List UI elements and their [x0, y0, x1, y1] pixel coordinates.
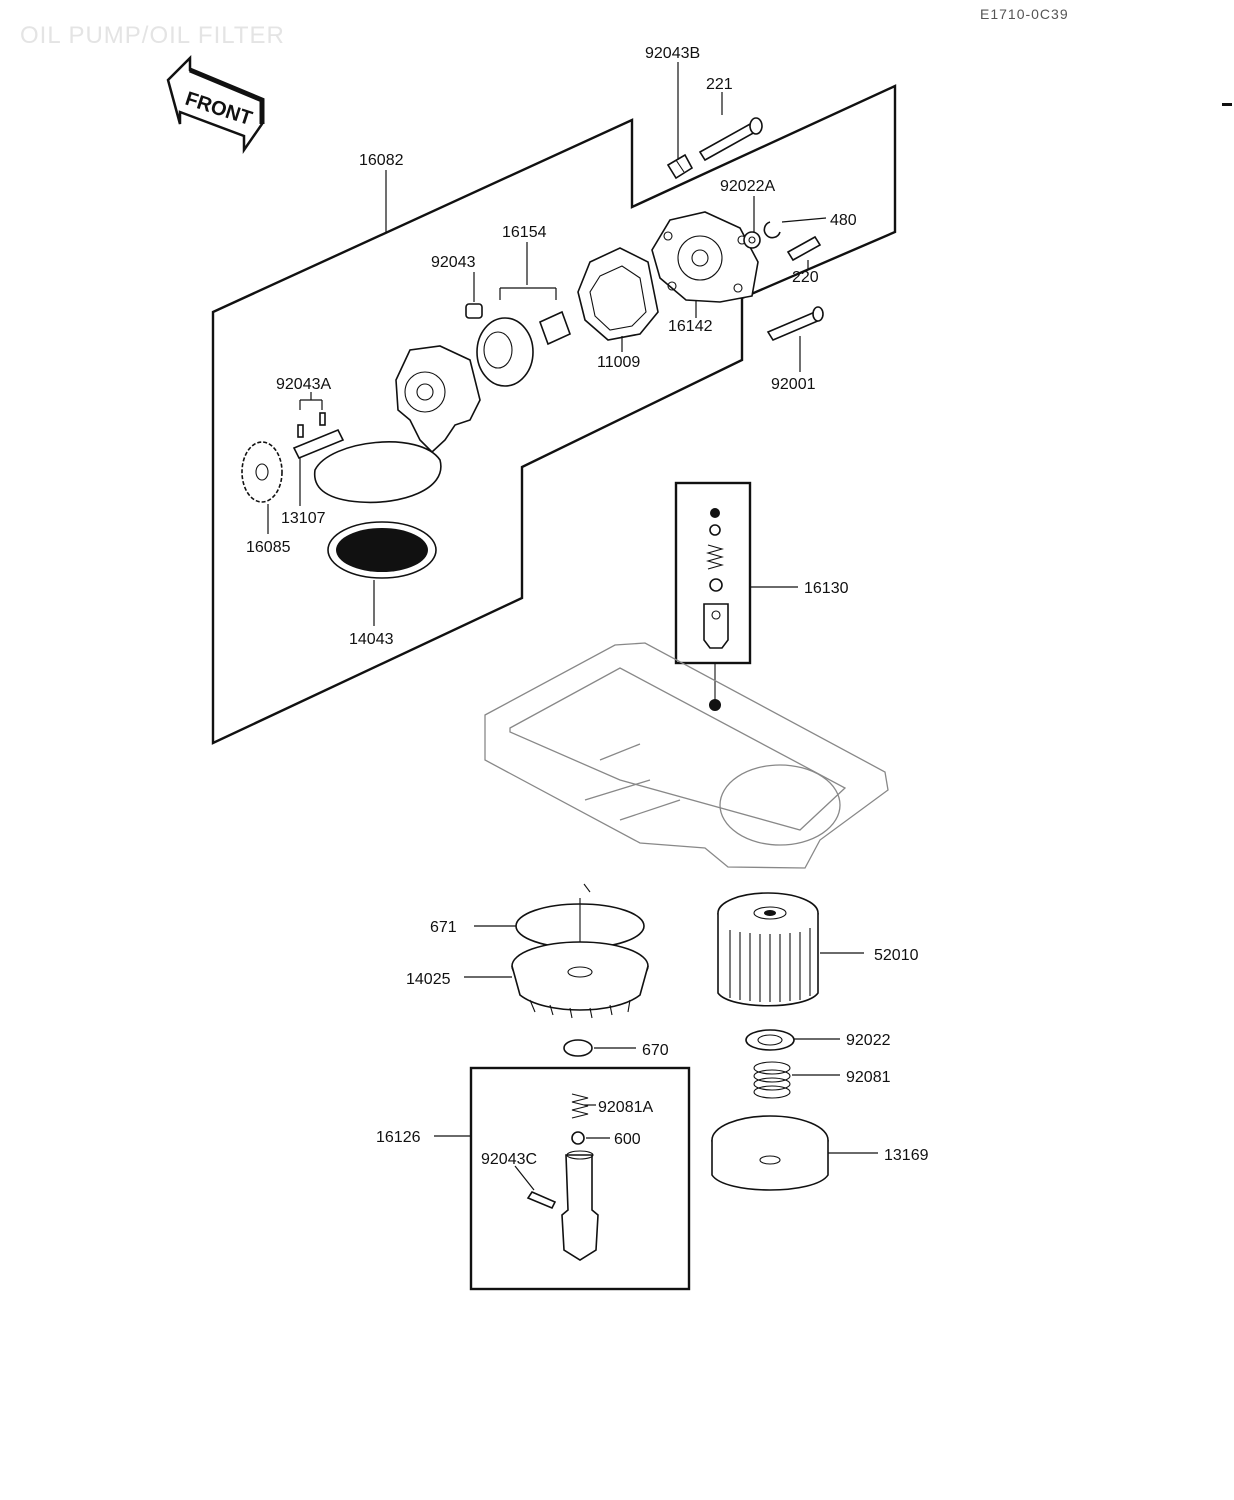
- callout-92022: 92022: [846, 1032, 891, 1049]
- pin-92043a-part: [297, 412, 326, 438]
- filter-cage-14025-part: [511, 941, 649, 1019]
- callout-13107: 13107: [281, 510, 326, 527]
- front-arrow-icon: FRONT: [166, 54, 265, 155]
- bypass-valve-16126-part: [561, 1093, 599, 1261]
- callout-labels: 16082 92043B 221 92022A 480 16154 92043 …: [246, 45, 929, 1168]
- callout-16154: 16154: [502, 224, 547, 241]
- crankcase-outline: [484, 642, 889, 869]
- leader-lines: [267, 62, 878, 1191]
- oil-screen-14043-part: [327, 521, 437, 579]
- callout-14043: 14043: [349, 631, 394, 648]
- bolt-92001-part: [766, 306, 824, 342]
- callout-92043: 92043: [431, 254, 476, 271]
- sprocket-16085-part: [241, 441, 283, 503]
- pin-92043c-part: [526, 1190, 557, 1210]
- washer-92022a-part: [743, 231, 761, 249]
- callout-16085: 16085: [246, 539, 291, 556]
- callout-92001: 92001: [771, 376, 816, 393]
- reference-code: E1710-0C39: [980, 6, 1069, 22]
- callout-221: 221: [706, 76, 733, 93]
- callout-16142: 16142: [668, 318, 713, 335]
- pump-cover-16142-part: [651, 211, 759, 303]
- clip-670-part: [563, 1039, 593, 1057]
- gasket-11009-part: [577, 247, 659, 341]
- circlip-480-part: [763, 221, 781, 239]
- callout-16082: 16082: [359, 152, 404, 169]
- callout-220: 220: [792, 269, 819, 286]
- bolt-220-part: [786, 235, 822, 262]
- filter-cover-13169-part: [711, 1115, 829, 1191]
- callout-13169: 13169: [884, 1147, 929, 1164]
- pump-body-part: [313, 345, 481, 504]
- callout-92081a: 92081A: [598, 1099, 653, 1116]
- oil-pump-assembly-outline: [211, 84, 897, 745]
- washer-92022-part: [745, 1029, 795, 1051]
- callout-670: 670: [642, 1042, 669, 1059]
- callout-671: 671: [430, 919, 457, 936]
- callout-92043c: 92043C: [481, 1151, 537, 1168]
- shaft-13107-part: [292, 428, 345, 460]
- pin-92043b-part: [666, 153, 694, 180]
- callout-92043a: 92043A: [276, 376, 331, 393]
- relief-valve-16130-part: [703, 508, 729, 711]
- relief-valve-16130-box: [674, 481, 752, 665]
- bypass-valve-16126-box: [469, 1066, 691, 1291]
- spring-92081-part: [753, 1061, 791, 1099]
- callout-92022a: 92022A: [720, 178, 775, 195]
- callout-14025: 14025: [406, 971, 451, 988]
- page-title: OIL PUMP/OIL FILTER: [20, 22, 285, 49]
- callout-92043b: 92043B: [645, 45, 700, 62]
- margin-mark: [1222, 103, 1232, 106]
- callout-11009: 11009: [597, 354, 640, 371]
- callout-600: 600: [614, 1131, 641, 1148]
- inner-rotor-16154-part: [538, 310, 572, 346]
- callout-480: 480: [830, 212, 857, 229]
- outer-rotor-16154-part: [476, 317, 534, 387]
- bolt-221-part: [698, 117, 763, 162]
- callout-92081: 92081: [846, 1069, 891, 1086]
- pin-92043-part: [465, 303, 483, 319]
- callout-52010: 52010: [874, 947, 919, 964]
- oil-filter-52010-part: [717, 892, 819, 1007]
- callout-16126: 16126: [376, 1129, 421, 1146]
- callout-16130: 16130: [804, 580, 849, 597]
